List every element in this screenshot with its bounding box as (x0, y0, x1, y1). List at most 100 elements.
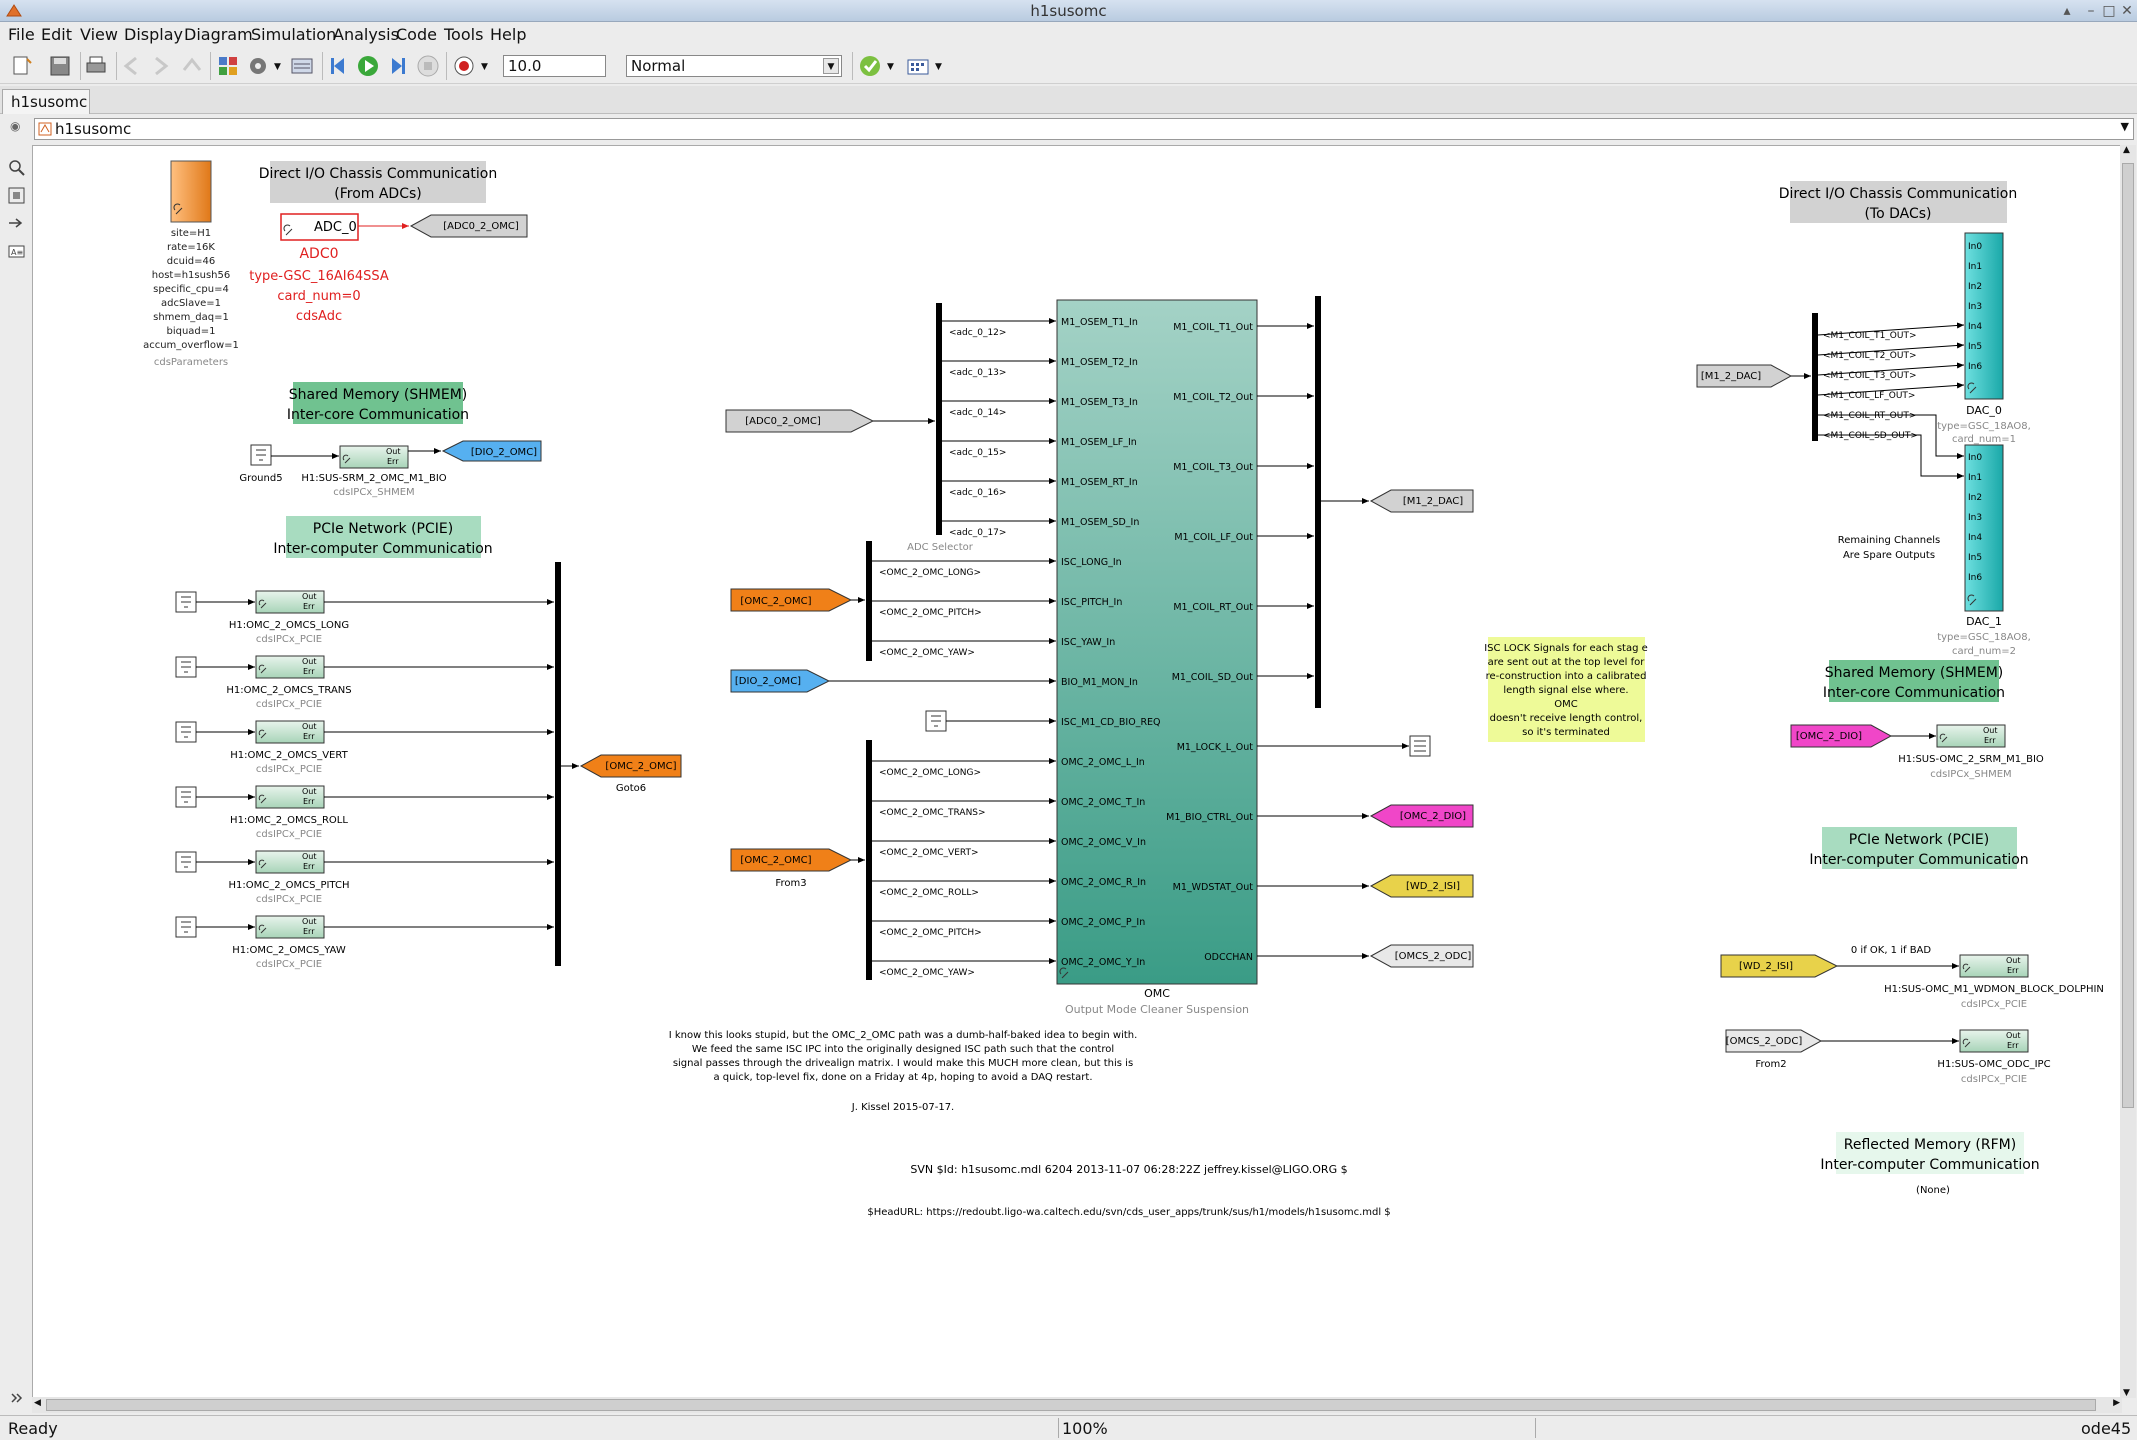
signal-line[interactable] (1818, 434, 1964, 479)
menu-help[interactable]: Help (490, 25, 527, 44)
ground-block[interactable] (175, 916, 197, 938)
from3-block[interactable]: [OMC_2_OMC] (730, 848, 853, 872)
path-dropdown-icon[interactable]: ▼ (2120, 120, 2129, 133)
expand-palette-icon[interactable] (8, 1390, 25, 1407)
from-wd-2-isi[interactable]: [WD_2_ISI] (1720, 954, 1839, 978)
arrow-right-icon[interactable] (8, 215, 25, 232)
ground-block[interactable] (175, 591, 197, 613)
signal-line[interactable] (1818, 414, 1964, 459)
dac1-block[interactable] (1964, 444, 2004, 612)
goto-m1-2-dac[interactable]: [M1_2_DAC] (1369, 489, 1474, 513)
odc-ipc-block[interactable]: Out Err (1959, 1029, 2029, 1053)
up-icon[interactable] (180, 54, 204, 78)
tab-h1susomc[interactable]: h1susomc (2, 89, 90, 114)
menu-display[interactable]: Display (124, 25, 183, 44)
isc-selector-bar[interactable] (866, 541, 872, 661)
goto-dio-2-omc[interactable]: [DIO_2_OMC] (441, 440, 542, 462)
from-dio-2-omc[interactable]: [DIO_2_OMC] (730, 669, 831, 693)
omc-selector-bar[interactable] (866, 740, 872, 980)
cds-parameters-block[interactable] (170, 160, 212, 223)
menu-view[interactable]: View (80, 25, 118, 44)
update-dropdown-icon[interactable]: ▼ (887, 62, 894, 72)
model-path-breadcrumb[interactable]: h1susomc ▼ (34, 118, 2134, 140)
dac-selector-bar[interactable] (1812, 313, 1818, 441)
vertical-scroll-thumb[interactable] (2122, 163, 2134, 1108)
ground-block[interactable] (175, 786, 197, 808)
from-m1-2-dac[interactable]: [M1_2_DAC] (1696, 364, 1793, 388)
omc-mux-bar[interactable] (555, 562, 561, 966)
omc-suspension-block[interactable] (1056, 299, 1258, 985)
forward-icon[interactable] (148, 54, 172, 78)
step-back-icon[interactable] (326, 54, 350, 78)
build-dropdown-icon[interactable]: ▼ (935, 62, 942, 72)
signal-line[interactable] (1817, 322, 1965, 336)
menu-edit[interactable]: Edit (41, 25, 72, 44)
srm-bio-ipc-block[interactable]: Out Err (339, 445, 409, 469)
back-icon[interactable] (120, 54, 144, 78)
model-config-icon[interactable] (246, 54, 270, 78)
signal-line[interactable] (1817, 362, 1965, 376)
stop-time-input[interactable]: 10.0 (503, 55, 606, 77)
menu-analysis[interactable]: Analysis (333, 25, 399, 44)
config-dropdown-icon[interactable]: ▼ (274, 62, 281, 72)
wdmon-ipc-block[interactable]: Out Err (1959, 954, 2029, 978)
annotation-icon[interactable]: A≡ (8, 243, 25, 260)
print-icon[interactable] (84, 54, 108, 78)
menu-simulation[interactable]: Simulation (251, 25, 337, 44)
window-minimize-icon[interactable]: – (2087, 3, 2095, 19)
scroll-down-icon[interactable]: ▼ (2123, 1388, 2130, 1398)
window-up-icon[interactable]: ▴ (2063, 3, 2071, 19)
menu-diagram[interactable]: Diagram (184, 25, 253, 44)
goto-omcs-2-odc[interactable]: [OMCS_2_ODC] (1369, 944, 1474, 968)
chevron-down-icon[interactable]: ▼ (823, 58, 839, 74)
scroll-right-icon[interactable]: ▶ (2113, 1398, 2120, 1408)
vertical-scrollbar[interactable]: ▲ ▼ (2120, 145, 2136, 1398)
scroll-up-icon[interactable]: ▲ (2123, 145, 2130, 155)
ground-block[interactable] (175, 656, 197, 678)
from-omc-2-dio[interactable]: [OMC_2_DIO] (1790, 724, 1893, 748)
menu-file[interactable]: File (8, 25, 35, 44)
stop-icon[interactable] (416, 54, 440, 78)
ground-block[interactable] (175, 851, 197, 873)
record-dropdown-icon[interactable]: ▼ (481, 62, 488, 72)
from-omc-2-omc-isc[interactable]: [OMC_2_OMC] (730, 588, 853, 612)
build-model-icon[interactable] (906, 54, 930, 78)
terminator-lock-l[interactable] (1409, 735, 1431, 757)
zoom-icon[interactable] (8, 159, 25, 176)
coil-mux-bar[interactable] (1315, 296, 1321, 708)
record-icon[interactable] (452, 54, 476, 78)
from2-block[interactable]: [OMCS_2_ODC] (1725, 1029, 1823, 1053)
adc0-block[interactable]: ADC_0 (280, 213, 359, 241)
omc-2-srm-bio-ipc-block[interactable]: Out Err (1936, 724, 2006, 748)
horizontal-scroll-thumb[interactable] (46, 1399, 2096, 1411)
adc-selector-bar[interactable] (936, 303, 942, 535)
run-icon[interactable] (356, 54, 380, 78)
ground-bio-req-block[interactable] (925, 710, 947, 732)
model-explorer-icon[interactable] (290, 54, 314, 78)
hide-explorer-icon[interactable]: ◉ (10, 119, 21, 133)
window-maximize-icon[interactable]: □ (2102, 3, 2116, 19)
diagram-canvas[interactable]: site=H1 rate=16K dcuid=46 host=h1sush56 … (32, 145, 2122, 1398)
horizontal-scrollbar[interactable]: ◀ ▶ (32, 1397, 2122, 1413)
menu-code[interactable]: Code (396, 25, 437, 44)
scroll-left-icon[interactable]: ◀ (34, 1398, 41, 1408)
fit-to-view-icon[interactable] (8, 187, 25, 204)
simulation-mode-select[interactable]: Normal▼ (626, 55, 842, 77)
new-model-icon[interactable] (10, 54, 34, 78)
library-browser-icon[interactable] (216, 54, 240, 78)
goto-adc0-2-omc[interactable]: [ADC0_2_OMC] (409, 214, 528, 238)
update-diagram-icon[interactable] (858, 54, 882, 78)
menu-tools[interactable]: Tools (444, 25, 484, 44)
from-adc0-2-omc[interactable]: [ADC0_2_OMC] (725, 409, 875, 433)
signal-line[interactable] (1817, 382, 1965, 396)
signal-line[interactable] (1817, 342, 1965, 356)
ground5-block[interactable] (250, 444, 272, 466)
goto-omc-2-dio[interactable]: [OMC_2_DIO] (1369, 804, 1474, 828)
goto6-block[interactable]: [OMC_2_OMC] (579, 754, 682, 778)
